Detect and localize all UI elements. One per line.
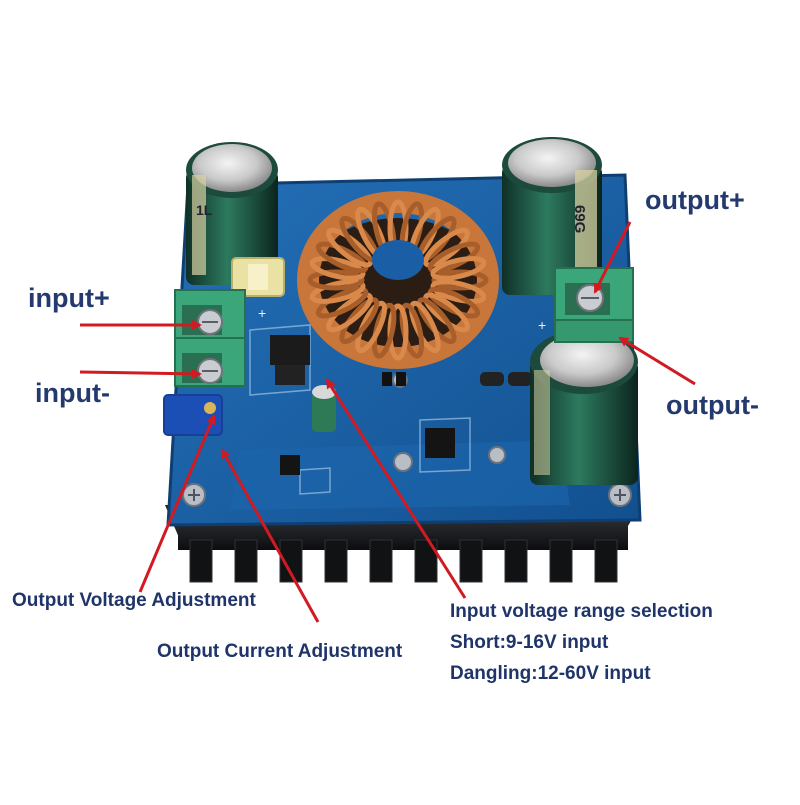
ic-chips xyxy=(270,335,532,475)
heatsink-fin xyxy=(279,539,303,583)
label-dangling-range: Dangling:12-60V input xyxy=(450,663,651,684)
input-range-note: Input voltage range selection Short:9-16… xyxy=(450,596,713,689)
pcb-plus-mark-left: + xyxy=(258,305,266,321)
heatsink-fin xyxy=(594,539,618,583)
small-electrolytic-capacitor xyxy=(312,385,336,432)
heatsink-fin xyxy=(504,539,528,583)
coil-turn xyxy=(427,241,481,274)
label-output-minus: output- xyxy=(666,390,759,420)
heatsink-fin xyxy=(459,539,483,583)
capacitor-marking-left: 1L xyxy=(196,202,213,218)
output-capacitor-rear: 69G xyxy=(502,137,602,295)
input-terminal-block xyxy=(174,289,246,387)
coil-turn xyxy=(355,300,387,354)
label-output-plus: output+ xyxy=(645,185,745,215)
inductor-coil-windings xyxy=(307,199,489,361)
coil-turn xyxy=(423,292,470,333)
arrow-output-plus xyxy=(593,221,632,294)
arrow-input-minus xyxy=(79,368,202,379)
arrow-output-current-adjustment xyxy=(220,448,320,623)
heatsink-fin xyxy=(369,539,393,583)
pcb-plus-mark-right: + xyxy=(538,317,546,333)
arrow-output-voltage-adjustment xyxy=(138,414,216,593)
voltage-potentiometer xyxy=(163,394,223,436)
coil-turn xyxy=(326,227,373,268)
mounting-screws xyxy=(182,372,632,507)
capacitor-marking-right: 69G xyxy=(571,205,588,233)
label-output-current-adjustment: Output Current Adjustment xyxy=(157,641,403,662)
coil-turn xyxy=(326,292,373,333)
output-terminal-block xyxy=(554,267,634,343)
toroidal-inductor xyxy=(297,191,499,369)
fuse xyxy=(231,257,285,297)
heatsink-fin xyxy=(414,539,438,583)
input-capacitor: 1L xyxy=(186,142,278,285)
arrow-input-voltage-range-selection xyxy=(325,378,467,599)
label-input-minus: input- xyxy=(35,378,110,408)
coil-turn xyxy=(315,286,369,319)
arrow-output-minus xyxy=(618,336,696,386)
label-input-plus: input+ xyxy=(28,283,110,313)
coil-turn xyxy=(431,269,489,291)
heatsink-fin xyxy=(234,539,258,583)
silkscreen-traces xyxy=(249,324,471,495)
heatsink-fins xyxy=(189,539,618,583)
label-input-voltage-range-selection: Input voltage range selection xyxy=(450,601,713,622)
coil-turn xyxy=(423,227,470,268)
annotation-arrows xyxy=(79,221,696,623)
heatsink-fin xyxy=(324,539,348,583)
label-short-range: Short:9-16V input xyxy=(450,632,609,653)
heatsink-fin xyxy=(189,539,213,583)
label-output-voltage-adjustment: Output Voltage Adjustment xyxy=(12,590,256,611)
heatsink-fin xyxy=(549,539,573,583)
coil-turn xyxy=(309,279,366,304)
coil-turn xyxy=(339,297,380,345)
coil-turn xyxy=(307,269,365,291)
coil-turn xyxy=(427,286,481,319)
output-capacitor-front xyxy=(530,330,638,485)
coil-turn xyxy=(430,279,487,304)
coil-turn xyxy=(309,256,366,281)
coil-turn xyxy=(430,256,487,281)
coil-turn xyxy=(315,241,369,274)
